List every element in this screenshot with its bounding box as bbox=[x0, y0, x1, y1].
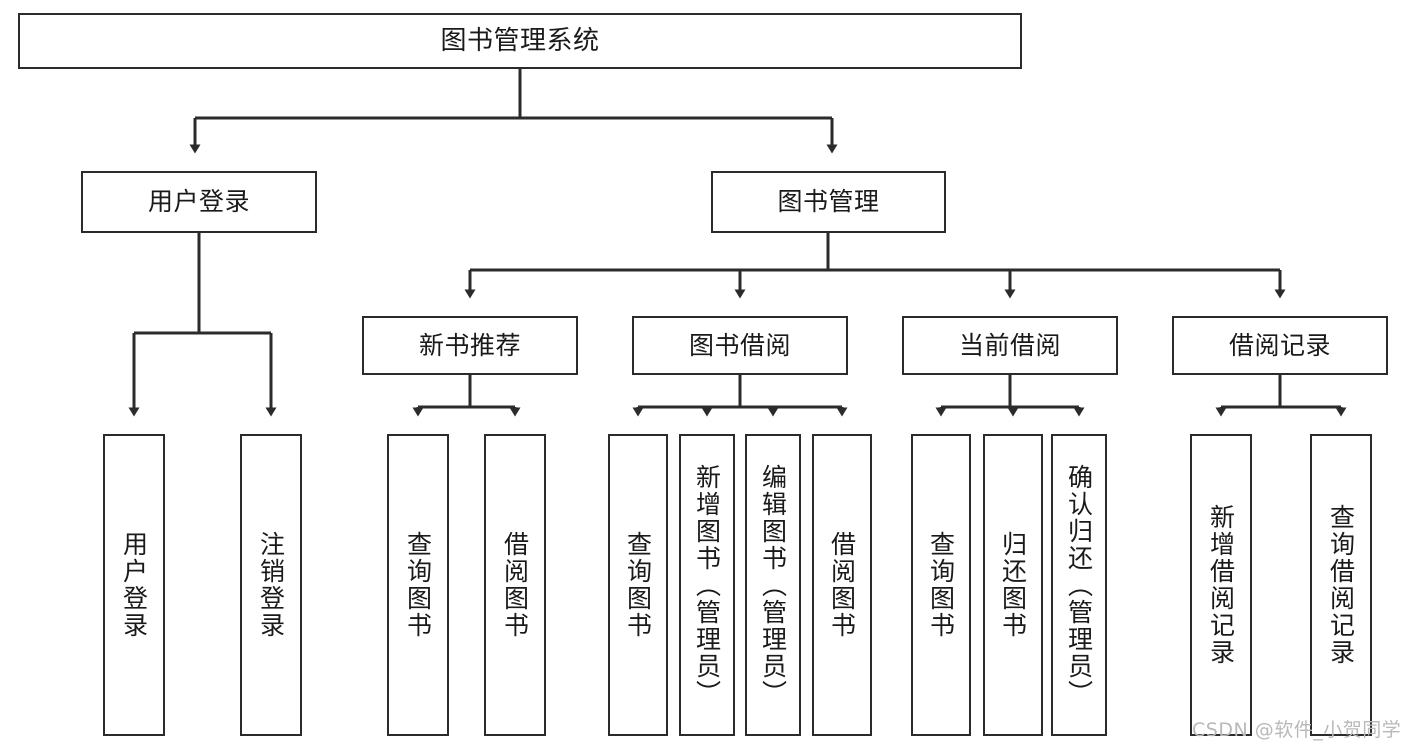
node-leaf-user-login-label: 用户登录 bbox=[119, 531, 149, 639]
node-book-borrow-label: 图书借阅 bbox=[688, 330, 791, 360]
node-leaf-add-record-label: 新增借阅记录 bbox=[1206, 504, 1236, 666]
node-book-borrow[interactable]: 图书借阅 bbox=[632, 316, 848, 375]
node-borrow-record-label: 借阅记录 bbox=[1228, 330, 1331, 360]
node-leaf-query-book-1-label: 查询图书 bbox=[403, 531, 433, 639]
node-leaf-query-book-3[interactable]: 查询图书 bbox=[911, 434, 971, 736]
node-leaf-user-logout-label: 注销登录 bbox=[256, 531, 286, 639]
node-leaf-user-logout[interactable]: 注销登录 bbox=[240, 434, 302, 736]
node-book-manage[interactable]: 图书管理 bbox=[711, 171, 946, 233]
node-leaf-borrow-book-1[interactable]: 借阅图书 bbox=[484, 434, 546, 736]
node-leaf-return-book-label: 归还图书 bbox=[998, 531, 1028, 639]
node-leaf-query-book-2[interactable]: 查询图书 bbox=[608, 434, 668, 736]
node-leaf-query-book-2-label: 查询图书 bbox=[623, 531, 653, 639]
node-root-label: 图书管理系统 bbox=[440, 25, 600, 56]
node-current-borrow-label: 当前借阅 bbox=[958, 330, 1061, 360]
node-leaf-edit-book-label: 编辑图书（管理员） bbox=[758, 463, 788, 707]
node-user-login[interactable]: 用户登录 bbox=[81, 171, 317, 233]
node-leaf-borrow-book-2[interactable]: 借阅图书 bbox=[812, 434, 872, 736]
node-leaf-confirm-return[interactable]: 确认归还（管理员） bbox=[1051, 434, 1107, 736]
node-leaf-borrow-book-2-label: 借阅图书 bbox=[827, 531, 857, 639]
node-leaf-edit-book[interactable]: 编辑图书（管理员） bbox=[745, 434, 801, 736]
node-leaf-query-record-label: 查询借阅记录 bbox=[1326, 504, 1356, 666]
node-leaf-return-book[interactable]: 归还图书 bbox=[983, 434, 1043, 736]
node-leaf-query-book-3-label: 查询图书 bbox=[926, 531, 956, 639]
node-current-borrow[interactable]: 当前借阅 bbox=[902, 316, 1118, 375]
node-book-manage-label: 图书管理 bbox=[777, 187, 880, 217]
node-leaf-user-login[interactable]: 用户登录 bbox=[103, 434, 165, 736]
node-leaf-query-book-1[interactable]: 查询图书 bbox=[387, 434, 449, 736]
node-root[interactable]: 图书管理系统 bbox=[18, 13, 1022, 69]
node-new-book-rec[interactable]: 新书推荐 bbox=[362, 316, 578, 375]
node-leaf-add-book[interactable]: 新增图书（管理员） bbox=[679, 434, 735, 736]
node-leaf-add-book-label: 新增图书（管理员） bbox=[692, 463, 722, 707]
node-leaf-add-record[interactable]: 新增借阅记录 bbox=[1190, 434, 1252, 736]
node-leaf-confirm-return-label: 确认归还（管理员） bbox=[1064, 463, 1094, 707]
node-user-login-label: 用户登录 bbox=[147, 187, 250, 217]
node-borrow-record[interactable]: 借阅记录 bbox=[1172, 316, 1388, 375]
node-leaf-query-record[interactable]: 查询借阅记录 bbox=[1310, 434, 1372, 736]
node-leaf-borrow-book-1-label: 借阅图书 bbox=[500, 531, 530, 639]
node-new-book-rec-label: 新书推荐 bbox=[418, 330, 521, 360]
